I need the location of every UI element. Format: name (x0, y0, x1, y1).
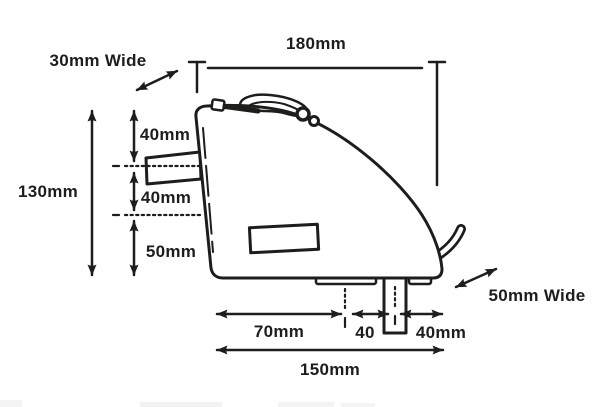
cord-knot (295, 106, 311, 122)
label-40mm-upper: 40mm (140, 125, 190, 144)
label-180mm: 180mm (286, 34, 346, 53)
label-30mm-wide: 30mm Wide (49, 51, 146, 70)
label-50mm-wide: 50mm Wide (488, 286, 585, 305)
zipper-end-tab (210, 98, 226, 112)
bag-body (194, 103, 444, 280)
label-130mm: 130mm (18, 182, 78, 201)
bottom-faint-strip (0, 400, 375, 407)
datum-lines-left (111, 164, 204, 217)
label-50mm: 50mm (146, 242, 196, 261)
dimension-labels: 30mm Wide 180mm 130mm 40mm 40mm 50mm 70m… (18, 34, 585, 379)
dim-30mm-wide-arrow (135, 69, 179, 92)
logo-patch (247, 222, 321, 255)
dim-50mm-wide-arrow (454, 267, 498, 289)
cord-knot-end (308, 115, 320, 127)
label-150mm: 150mm (300, 360, 360, 379)
front-seam (202, 127, 214, 253)
label-40mm-rear: 40mm (416, 323, 466, 342)
label-40mm-middle: 40mm (141, 188, 191, 207)
bag-artwork (144, 93, 466, 335)
dim-180mm-lines (187, 60, 447, 187)
dimension-lines (87, 60, 498, 355)
label-40-base: 40 (355, 323, 375, 342)
zipper (210, 93, 320, 127)
front-strap (144, 150, 203, 186)
datum-lines-base (343, 285, 397, 329)
label-70mm: 70mm (254, 322, 304, 341)
